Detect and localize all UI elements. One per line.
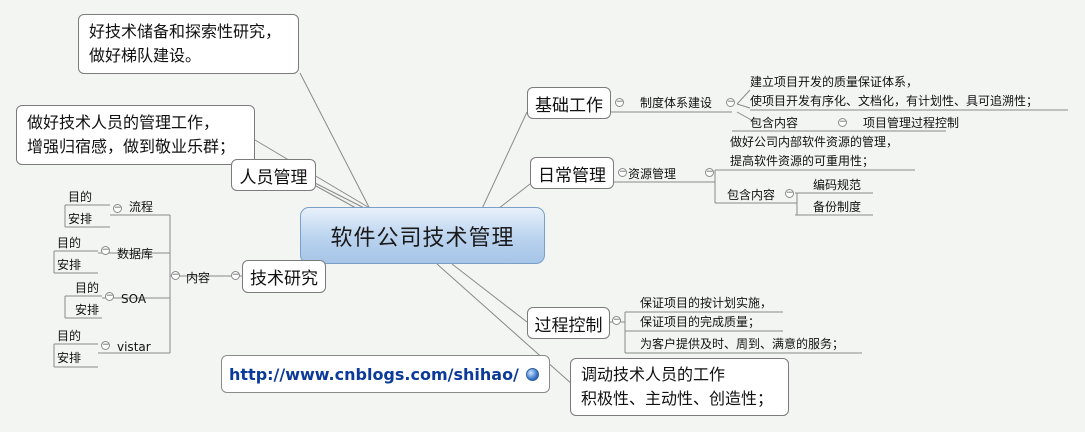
label-process-line-2: 保证项目的完成质量； xyxy=(640,315,761,329)
collapse-button-daily[interactable]: − xyxy=(618,167,627,177)
note-research-line-2: 做好梯队建设。 xyxy=(89,46,202,65)
topic-tech-research[interactable]: 技术研究 xyxy=(242,260,326,293)
label-vistar-purpose[interactable]: 目的 xyxy=(57,329,82,343)
label-resource-mgmt[interactable]: 资源管理 xyxy=(628,167,677,181)
label-daily-contains[interactable]: 包含内容 xyxy=(727,188,776,202)
label-basic-contains-item[interactable]: 项目管理过程控制 xyxy=(863,116,960,130)
label-soa[interactable]: SOA xyxy=(121,292,147,306)
label-process-line-1: 保证项目的按计划实施， xyxy=(640,296,773,310)
url-text[interactable]: http://www.cnblogs.com/shihao/ xyxy=(229,364,519,384)
topic-basic-work[interactable]: 基础工作 xyxy=(527,87,611,119)
note-motivate[interactable]: 调动技术人员的工作 积极性、主动性、创造性； xyxy=(570,358,789,416)
note-research[interactable]: 好技术储备和探索性研究， 做好梯队建设。 xyxy=(78,14,299,74)
collapse-button-system[interactable]: − xyxy=(726,97,735,107)
label-vistar[interactable]: vistar xyxy=(117,340,151,354)
label-basic-contains[interactable]: 包含内容 xyxy=(750,116,799,130)
label-daily-line-2: 提高软件资源的可重用性； xyxy=(730,154,875,168)
note-motivate-line-2: 积极性、主动性、创造性； xyxy=(581,389,774,408)
collapse-button-process[interactable]: − xyxy=(612,315,621,325)
globe-icon xyxy=(525,367,539,381)
label-flow[interactable]: 流程 xyxy=(129,200,154,214)
collapse-button-basic-contains[interactable]: − xyxy=(838,117,847,127)
collapse-button-daily-contains[interactable]: − xyxy=(785,188,794,198)
note-people[interactable]: 做好技术人员的管理工作， 增强归宿感，做到敬业乐群； xyxy=(16,105,255,165)
label-system-building[interactable]: 制度体系建设 xyxy=(640,96,713,110)
label-basic-line-2: 使项目开发有序化、文档化，有计划性、具可追溯性； xyxy=(750,94,1039,108)
topic-process-ctrl[interactable]: 过程控制 xyxy=(527,307,610,339)
label-coding-standard[interactable]: 编码规范 xyxy=(813,178,862,192)
topic-people-mgmt[interactable]: 人员管理 xyxy=(231,159,316,191)
label-database[interactable]: 数据库 xyxy=(117,247,154,261)
note-motivate-line-1: 调动技术人员的工作 xyxy=(581,365,726,384)
label-soa-arrange[interactable]: 安排 xyxy=(75,303,100,317)
label-process-line-3: 为客户提供及时、周到、满意的服务； xyxy=(640,337,845,351)
collapse-button-vistar[interactable]: − xyxy=(101,340,110,350)
collapse-button-content[interactable]: − xyxy=(171,270,180,280)
collapse-button-flow[interactable]: − xyxy=(113,203,122,213)
label-backup-policy[interactable]: 备份制度 xyxy=(813,200,862,214)
note-people-line-2: 增强归宿感，做到敬业乐群； xyxy=(27,137,236,156)
central-topic[interactable]: 软件公司技术管理 xyxy=(300,207,545,264)
label-db-arrange[interactable]: 安排 xyxy=(57,258,82,272)
collapse-button-research[interactable]: − xyxy=(231,270,240,280)
collapse-button-resource[interactable]: − xyxy=(705,167,714,177)
label-db-purpose[interactable]: 目的 xyxy=(57,236,82,250)
url-link[interactable]: http://www.cnblogs.com/shihao/ xyxy=(221,355,550,393)
topic-daily-mgmt[interactable]: 日常管理 xyxy=(530,157,614,189)
label-flow-arrange[interactable]: 安排 xyxy=(68,212,93,226)
collapse-button-database[interactable]: − xyxy=(101,245,110,255)
collapse-button-soa[interactable]: − xyxy=(105,291,114,301)
label-content[interactable]: 内容 xyxy=(186,271,211,285)
collapse-button-basic[interactable]: − xyxy=(615,97,624,107)
label-vistar-arrange[interactable]: 安排 xyxy=(57,351,82,365)
label-basic-line-1: 建立项目开发的质量保证体系， xyxy=(750,75,919,89)
note-research-line-1: 好技术储备和探索性研究， xyxy=(89,22,282,41)
note-people-line-1: 做好技术人员的管理工作， xyxy=(27,113,220,132)
label-daily-line-1: 做好公司内部软件资源的管理， xyxy=(730,135,899,149)
label-flow-purpose[interactable]: 目的 xyxy=(68,190,93,204)
label-soa-purpose[interactable]: 目的 xyxy=(75,281,100,295)
